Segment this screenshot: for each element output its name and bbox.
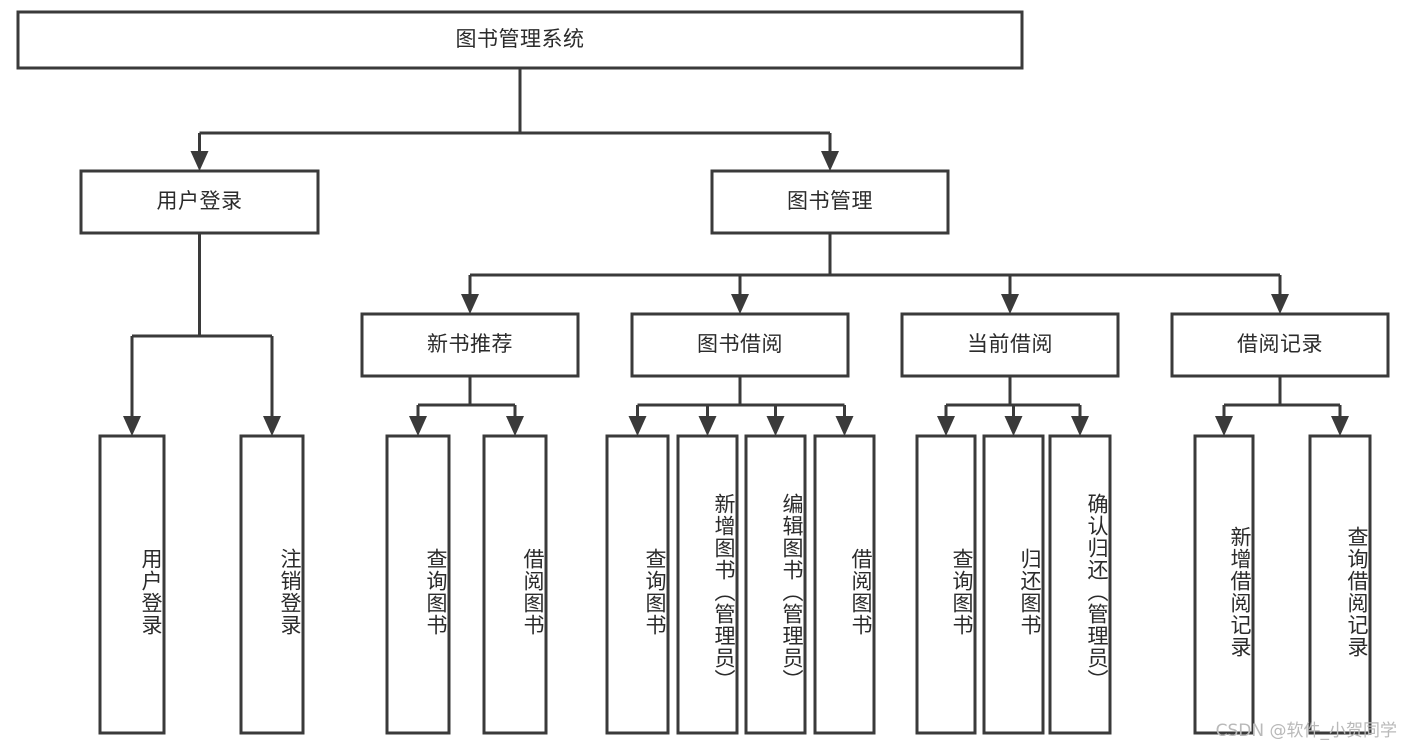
leaf-node-box[interactable] (915, 434, 977, 735)
arrow-head-icon (731, 294, 749, 314)
arrow-head-icon (123, 416, 141, 436)
arrow-head-icon (461, 294, 479, 314)
arrow-head-icon (1004, 416, 1023, 436)
level3-node-box[interactable] (630, 312, 850, 378)
leaf-node-box[interactable] (982, 434, 1045, 735)
arrow-head-icon (506, 416, 524, 436)
arrow-head-icon (835, 416, 854, 436)
leaf-node-box[interactable] (482, 434, 548, 735)
leaf-node-box[interactable] (1048, 434, 1112, 735)
arrow-head-icon (1331, 416, 1349, 436)
level3-node-box[interactable] (1170, 312, 1390, 378)
leaf-node-box[interactable] (385, 434, 451, 735)
leaf-node-box[interactable] (1193, 434, 1255, 735)
leaf-node-box[interactable] (1308, 434, 1372, 735)
arrow-head-icon (1271, 294, 1289, 314)
boxes-layer (16, 10, 1390, 735)
level3-node-box[interactable] (360, 312, 580, 378)
arrow-head-icon (937, 416, 955, 436)
arrow-head-icon (190, 151, 209, 171)
level3-node-box[interactable] (900, 312, 1120, 378)
leaf-node-box[interactable] (813, 434, 876, 735)
leaf-node-box[interactable] (98, 434, 166, 735)
arrow-head-icon (766, 416, 785, 436)
root-node-box[interactable] (16, 10, 1024, 70)
arrow-head-icon (698, 416, 717, 436)
level2-node-box[interactable] (710, 169, 950, 235)
leaf-node-box[interactable] (744, 434, 807, 735)
leaf-node-box[interactable] (676, 434, 739, 735)
arrow-head-icon (1001, 294, 1019, 314)
connectors-layer (123, 68, 1349, 436)
arrow-head-icon (1071, 416, 1089, 436)
arrow-head-icon (263, 416, 281, 436)
arrow-head-icon (628, 416, 647, 436)
leaf-node-box[interactable] (239, 434, 305, 735)
arrow-head-icon (409, 416, 427, 436)
arrow-head-icon (1215, 416, 1233, 436)
arrow-head-icon (821, 151, 839, 171)
watermark-text: CSDN @软件_小贺同学 (1215, 721, 1397, 741)
level2-node-box[interactable] (79, 169, 320, 235)
leaf-node-box[interactable] (605, 434, 670, 735)
